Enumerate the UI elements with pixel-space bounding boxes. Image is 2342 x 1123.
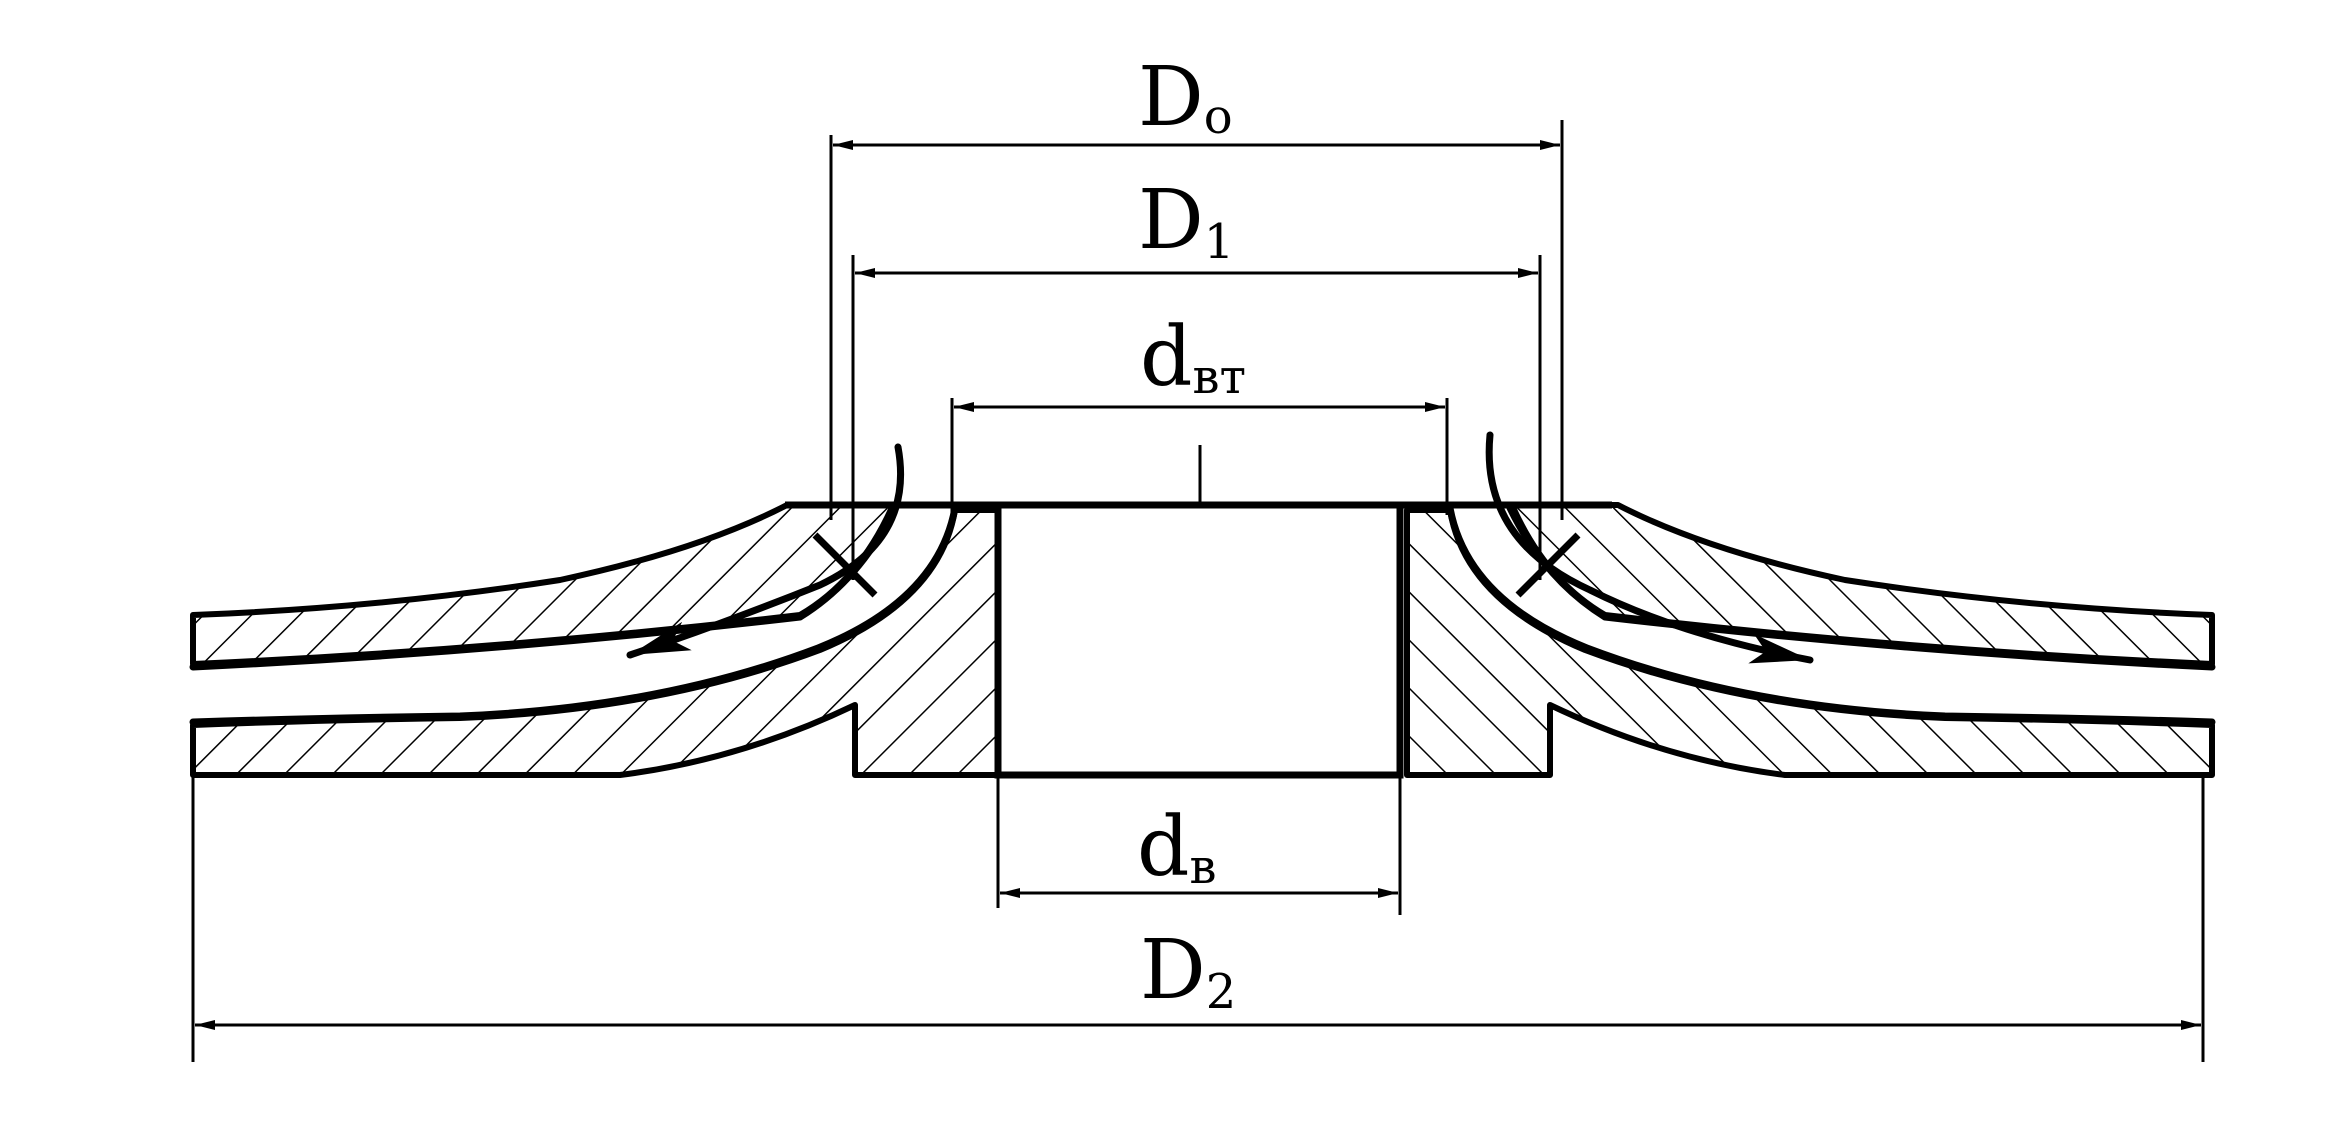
left-flow-arrow (626, 443, 905, 659)
right-flow-channel (1455, 510, 2212, 722)
label-D2: D2 (1140, 923, 1236, 1020)
label-dvt: dвт (1140, 310, 1246, 405)
left-blade-edge (812, 532, 878, 598)
label-D0: Do (1138, 50, 1233, 145)
right-blade-edge (1515, 532, 1581, 598)
label-D1: D1 (1138, 173, 1234, 270)
label-dv: dв (1137, 800, 1217, 895)
right-half (1404, 502, 2216, 778)
shaft-bore (994, 501, 1404, 779)
extension-lines (191, 120, 2205, 1062)
left-flow-channel (193, 510, 950, 722)
dimension-lines (195, 140, 2201, 1030)
right-flow-arrow (1485, 431, 1814, 664)
